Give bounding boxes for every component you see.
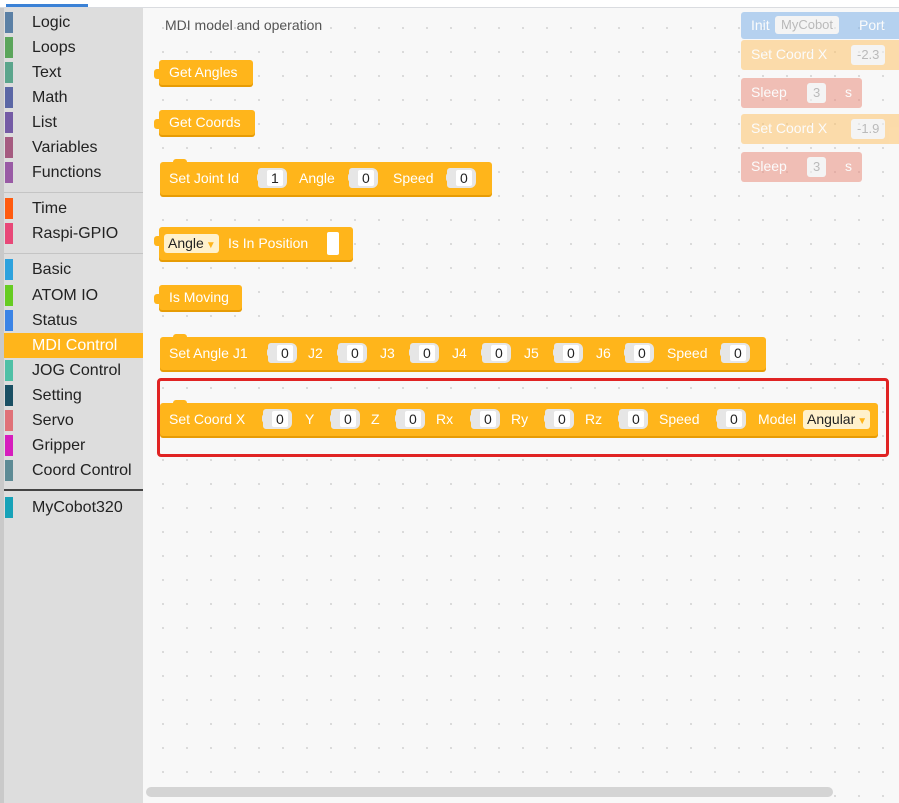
ghost-coord-block-2[interactable]: Set Coord X -1.9	[741, 114, 899, 144]
category-logic[interactable]: Logic	[4, 10, 143, 35]
coord-ry-input[interactable]: 0	[544, 409, 574, 429]
toolbox-separator	[4, 489, 143, 491]
category-servo[interactable]: Servo	[4, 408, 143, 433]
value-input-slot[interactable]	[327, 232, 339, 255]
j5-input[interactable]: 0	[553, 343, 583, 363]
coord-x-input[interactable]: 0	[262, 409, 292, 429]
workspace-program-ghost: Init MyCobot Port Set Coord X -2.3 Sleep…	[741, 12, 899, 188]
category-atom-io[interactable]: ATOM IO	[4, 283, 143, 308]
category-raspi-gpio[interactable]: Raspi-GPIO	[4, 221, 143, 246]
is-moving-block[interactable]: Is Moving	[154, 285, 242, 310]
category-text[interactable]: Text	[4, 60, 143, 85]
coord-speed-input[interactable]: 0	[716, 409, 746, 429]
get-coords-block[interactable]: Get Coords	[154, 110, 255, 135]
category-functions[interactable]: Functions	[4, 160, 143, 185]
active-tab-indicator	[6, 4, 88, 7]
j6-input[interactable]: 0	[624, 343, 654, 363]
joint-speed-input[interactable]: 0	[446, 168, 476, 188]
set-angle-block[interactable]: Set Angle J1 0 J2 0 J3 0 J4 0 J5 0 J6 0 …	[160, 334, 766, 370]
ghost-init-block[interactable]: Init MyCobot Port	[741, 12, 899, 39]
ghost-sleep-block-1[interactable]: Sleep 3 s	[741, 78, 862, 108]
coord-y-input[interactable]: 0	[330, 409, 360, 429]
category-basic[interactable]: Basic	[4, 257, 143, 282]
toolbox-separator	[4, 253, 143, 254]
category-loops[interactable]: Loops	[4, 35, 143, 60]
set-joint-block[interactable]: Set Joint Id 1 Angle 0 Speed 0	[160, 159, 492, 195]
top-tab-strip	[0, 0, 899, 8]
coord-z-input[interactable]: 0	[395, 409, 425, 429]
joint-angle-input[interactable]: 0	[348, 168, 378, 188]
dropdown-arrow-icon: ▼	[205, 240, 216, 251]
toolbox-separator	[4, 192, 143, 193]
toolbox-edge	[0, 8, 4, 803]
category-time[interactable]: Time	[4, 196, 143, 221]
joint-id-input[interactable]: 1	[257, 168, 287, 188]
toolbox: Logic Loops Text Math List Variables Fun…	[0, 8, 143, 803]
position-mode-dropdown[interactable]: Angle▼	[164, 234, 219, 253]
j1-input[interactable]: 0	[267, 343, 297, 363]
set-coord-block[interactable]: Set Coord X 0 Y 0 Z 0 Rx 0 Ry 0 Rz 0 Spe…	[160, 400, 878, 436]
j4-input[interactable]: 0	[481, 343, 511, 363]
category-list[interactable]: List	[4, 110, 143, 135]
category-math[interactable]: Math	[4, 85, 143, 110]
category-coord-control[interactable]: Coord Control	[4, 458, 143, 483]
dropdown-arrow-icon: ▼	[857, 416, 868, 427]
is-in-position-block[interactable]: Angle▼ Is In Position	[154, 227, 353, 260]
category-mycobot320[interactable]: MyCobot320	[4, 495, 143, 520]
category-swatch	[5, 12, 13, 33]
angle-speed-input[interactable]: 0	[720, 343, 750, 363]
coord-rz-input[interactable]: 0	[618, 409, 648, 429]
category-mdi-control[interactable]: MDI Control	[4, 333, 143, 358]
get-angles-block[interactable]: Get Angles	[154, 60, 253, 85]
coord-rx-input[interactable]: 0	[470, 409, 500, 429]
category-variables[interactable]: Variables	[4, 135, 143, 160]
category-status[interactable]: Status	[4, 308, 143, 333]
category-setting[interactable]: Setting	[4, 383, 143, 408]
category-jog-control[interactable]: JOG Control	[4, 358, 143, 383]
j3-input[interactable]: 0	[409, 343, 439, 363]
ghost-coord-block-1[interactable]: Set Coord X -2.3	[741, 40, 899, 70]
flyout-title: MDI model and operation	[165, 17, 323, 33]
coord-model-dropdown[interactable]: Angular▼	[803, 410, 871, 429]
ghost-sleep-block-2[interactable]: Sleep 3 s	[741, 152, 862, 182]
horizontal-scrollbar[interactable]	[146, 787, 833, 797]
category-gripper[interactable]: Gripper	[4, 433, 143, 458]
j2-input[interactable]: 0	[337, 343, 367, 363]
